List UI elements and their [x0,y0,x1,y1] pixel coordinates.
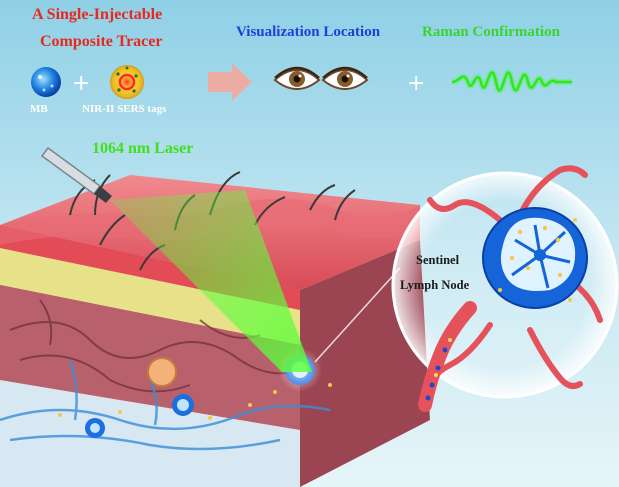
mb-label: MB [30,103,48,115]
connector-line [314,267,401,363]
plus-sign: + [407,71,425,96]
mb-particle-icon [31,67,61,97]
sentinel-node-label-line2: Lymph Node [400,278,470,292]
raman-confirmation-label: Raman Confirmation [422,24,560,40]
laser-pen-icon [40,146,112,203]
right-arrow-icon [208,63,252,101]
sentinel-node-bubble [391,165,619,412]
sentinel-node-label-line1: Sentinel [416,253,460,267]
raman-wave-icon [451,69,572,94]
tracer-title-line1: A Single-Injectable [32,6,163,23]
laser-label: 1064 nm Laser [92,140,194,157]
sers-tags-label: NIR-II SERS tags [82,103,167,115]
visualization-location-label: Visualization Location [236,24,381,40]
plus-sign: + [72,71,90,96]
eyes-icon [273,66,369,90]
tracer-title-line2: Composite Tracer [40,33,163,50]
laser-beam [110,190,312,372]
sers-tag-icon [110,65,144,99]
